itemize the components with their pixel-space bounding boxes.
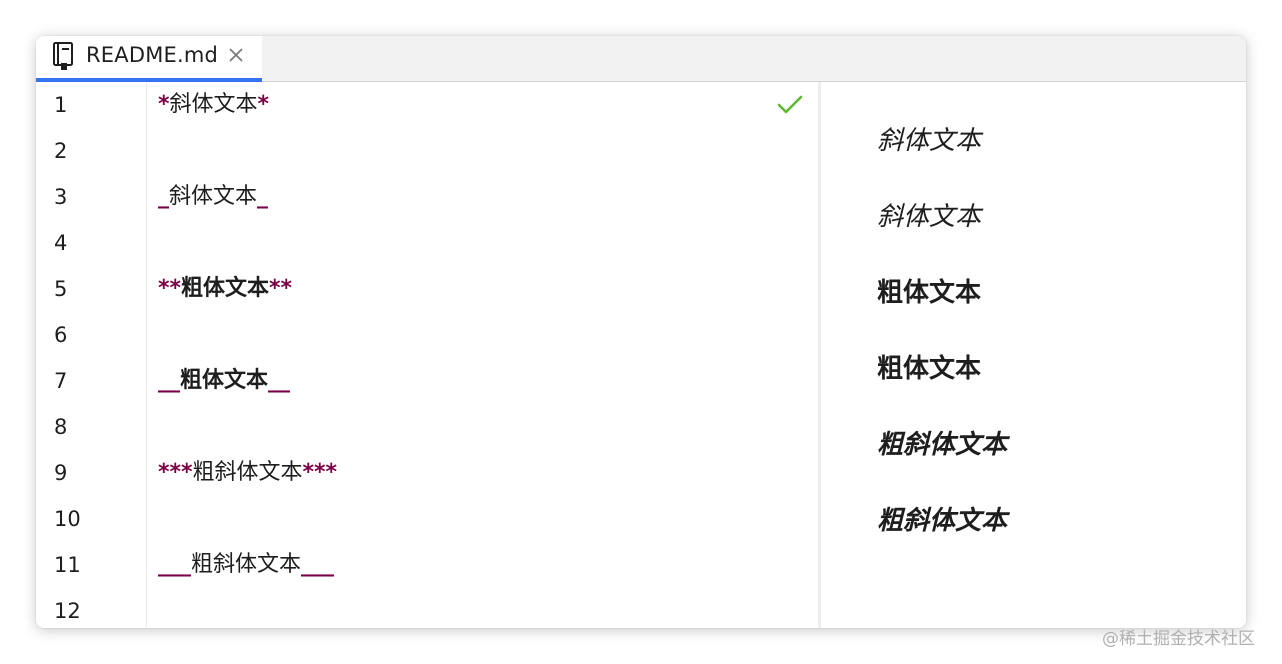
line-gutter: 1 2 3 4 5 6 7 8 9 10 11 12: [36, 82, 147, 628]
line-number: 3: [54, 185, 68, 209]
bold-italic-marker: ___: [158, 552, 191, 577]
markdown-book-icon: [53, 42, 73, 70]
code-text: 粗体文本: [180, 368, 269, 393]
italic-marker: *: [158, 92, 170, 117]
line-number: 7: [54, 369, 68, 393]
code-text: 斜体文本: [169, 92, 258, 117]
bold-italic-marker: ***: [302, 460, 338, 485]
bold-marker: **: [269, 276, 293, 301]
bold-marker: **: [158, 276, 182, 301]
italic-marker: _: [158, 184, 169, 209]
code-text: 粗体文本: [181, 276, 270, 301]
check-icon[interactable]: [776, 94, 804, 116]
line-number: 6: [54, 323, 68, 347]
code-text: 粗斜体文本: [191, 552, 302, 577]
code-line-9[interactable]: ***粗斜体文本***: [158, 450, 337, 496]
italic-marker: _: [257, 184, 269, 209]
line-number: 5: [54, 277, 68, 301]
preview-bold-italic: 粗斜体文本: [877, 506, 1008, 536]
line-number: 10: [54, 507, 81, 531]
code-editor[interactable]: 1 2 3 4 5 6 7 8 9 10 11 12 *斜体文本* _斜体文本_…: [36, 82, 818, 628]
line-number: 1: [54, 93, 68, 117]
line-number: 8: [54, 415, 68, 439]
line-number: 9: [54, 461, 68, 485]
code-line-7[interactable]: __粗体文本__: [158, 358, 290, 404]
preview-bold: 粗体文本: [877, 278, 982, 308]
code-text: 粗斜体文本: [192, 460, 303, 485]
tab-bar: README.md: [36, 36, 1246, 82]
bold-italic-marker: ***: [158, 460, 193, 485]
code-line-1[interactable]: *斜体文本*: [158, 82, 269, 128]
line-number: 2: [54, 139, 68, 163]
active-tab-indicator: [36, 78, 262, 82]
bold-marker: __: [158, 368, 180, 393]
code-text: 斜体文本: [169, 184, 258, 209]
preview-italic: 斜体文本: [877, 202, 982, 232]
italic-marker: *: [257, 92, 270, 117]
preview-italic: 斜体文本: [877, 126, 982, 156]
bold-italic-marker: ___: [301, 552, 335, 577]
line-number: 11: [54, 553, 81, 577]
tab-readme[interactable]: README.md: [36, 36, 262, 82]
preview-bold: 粗体文本: [877, 354, 982, 384]
tab-filename: README.md: [86, 43, 219, 67]
markdown-preview: 斜体文本 斜体文本 粗体文本 粗体文本 粗斜体文本 粗斜体文本: [821, 82, 1246, 628]
bold-marker: __: [268, 368, 291, 393]
editor-window: README.md 1 2 3 4 5 6 7 8 9 10 11 12 *斜体…: [36, 36, 1246, 628]
preview-bold-italic: 粗斜体文本: [877, 430, 1008, 460]
line-number: 12: [54, 599, 81, 623]
code-line-3[interactable]: _斜体文本_: [158, 174, 268, 220]
code-line-5[interactable]: **粗体文本**: [158, 266, 292, 312]
code-line-11[interactable]: ___粗斜体文本___: [158, 542, 334, 588]
close-icon[interactable]: [228, 47, 244, 63]
split-divider[interactable]: [818, 82, 821, 628]
watermark: @稀土掘金技术社区: [1102, 629, 1255, 649]
line-number: 4: [54, 231, 68, 255]
